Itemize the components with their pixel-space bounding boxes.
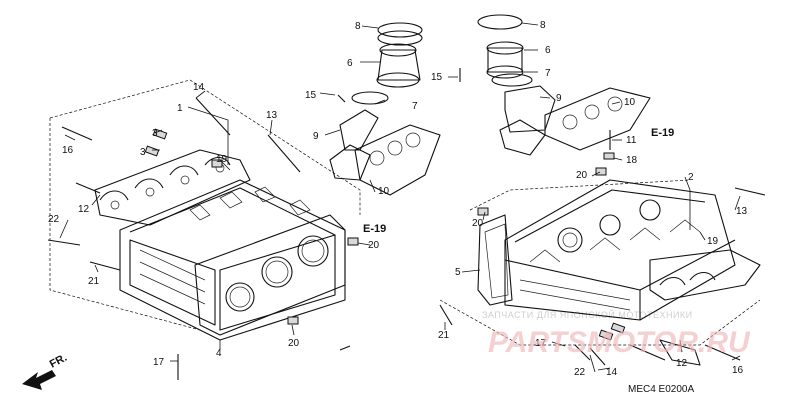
left-cylinder-head-assembly bbox=[47, 22, 441, 380]
callout-right-9: 9 bbox=[556, 93, 562, 104]
callout-left-13: 13 bbox=[266, 110, 278, 121]
right-bolts bbox=[439, 167, 766, 366]
callout-right-15: 15 bbox=[431, 72, 443, 83]
callout-left-16: 16 bbox=[62, 145, 74, 156]
front-arrow-icon bbox=[22, 370, 56, 390]
right-intake-parts bbox=[459, 14, 651, 160]
callout-right-10: 10 bbox=[624, 97, 636, 108]
callout-right-20a: 20 bbox=[576, 170, 588, 181]
callout-right-14: 14 bbox=[606, 367, 618, 378]
callout-left-12: 12 bbox=[78, 204, 90, 215]
left-callouts: 14 1 13 3 3 16 19 12 22 21 4 20 20 17 15… bbox=[48, 21, 418, 368]
callout-left-20a: 20 bbox=[368, 240, 380, 251]
callout-right-5: 5 bbox=[455, 267, 461, 278]
callout-right-18: 18 bbox=[626, 155, 638, 166]
left-intake-parts bbox=[329, 22, 441, 351]
cam-chain-cover bbox=[477, 214, 513, 306]
callout-left-22: 22 bbox=[48, 214, 60, 225]
callout-left-14: 14 bbox=[193, 82, 205, 93]
callout-left-4: 4 bbox=[216, 348, 222, 359]
front-marker-label: FR. bbox=[48, 352, 69, 371]
callout-left-6: 6 bbox=[347, 58, 353, 69]
callout-right-19: 19 bbox=[707, 236, 719, 247]
callout-right-17: 17 bbox=[535, 338, 547, 349]
callout-right-6: 6 bbox=[545, 45, 551, 56]
callout-left-20b: 20 bbox=[288, 338, 300, 349]
watermark-logo: PARTSMOTOR.RU bbox=[488, 326, 751, 359]
reference-labels: E-19 E-19 bbox=[363, 127, 674, 235]
callout-right-8: 8 bbox=[540, 20, 546, 31]
left-leader-lines bbox=[59, 25, 386, 362]
front-direction-marker: FR. bbox=[22, 352, 69, 390]
callout-left-10: 10 bbox=[378, 186, 390, 197]
callout-right-7: 7 bbox=[545, 68, 551, 79]
callout-right-11: 11 bbox=[626, 135, 637, 146]
callout-left-1: 1 bbox=[177, 103, 183, 114]
callout-left-8: 8 bbox=[355, 21, 361, 32]
callout-right-13: 13 bbox=[736, 206, 748, 217]
right-cam-holder bbox=[649, 249, 761, 301]
callout-left-17: 17 bbox=[153, 357, 165, 368]
callout-right-22: 22 bbox=[574, 367, 586, 378]
callout-right-21: 21 bbox=[438, 330, 450, 341]
ref-label-e19-left: E-19 bbox=[363, 223, 386, 235]
right-leader-lines bbox=[444, 22, 741, 373]
callout-right-2: 2 bbox=[688, 172, 694, 183]
right-head-body bbox=[504, 179, 736, 321]
ref-label-e19-right: E-19 bbox=[651, 127, 674, 139]
callout-right-20b: 20 bbox=[472, 218, 484, 229]
right-cylinder-head-assembly bbox=[439, 14, 766, 373]
callout-left-3a: 3 bbox=[152, 128, 158, 139]
callout-right-12: 12 bbox=[676, 358, 688, 369]
callout-left-21: 21 bbox=[88, 276, 100, 287]
callout-right-16: 16 bbox=[732, 365, 744, 376]
right-callouts: 8 6 7 15 9 10 11 18 20 2 20 13 5 19 21 1… bbox=[431, 20, 748, 378]
figure-code: MEC4 E0200A bbox=[628, 384, 694, 395]
callout-left-15: 15 bbox=[305, 90, 317, 101]
head-gasket bbox=[194, 214, 346, 336]
callout-left-19: 19 bbox=[216, 154, 228, 165]
callout-left-3b: 3 bbox=[140, 147, 146, 158]
left-head-body bbox=[119, 179, 346, 341]
callout-left-7: 7 bbox=[412, 101, 418, 112]
left-bolts bbox=[47, 97, 359, 380]
callout-left-9: 9 bbox=[313, 131, 319, 142]
